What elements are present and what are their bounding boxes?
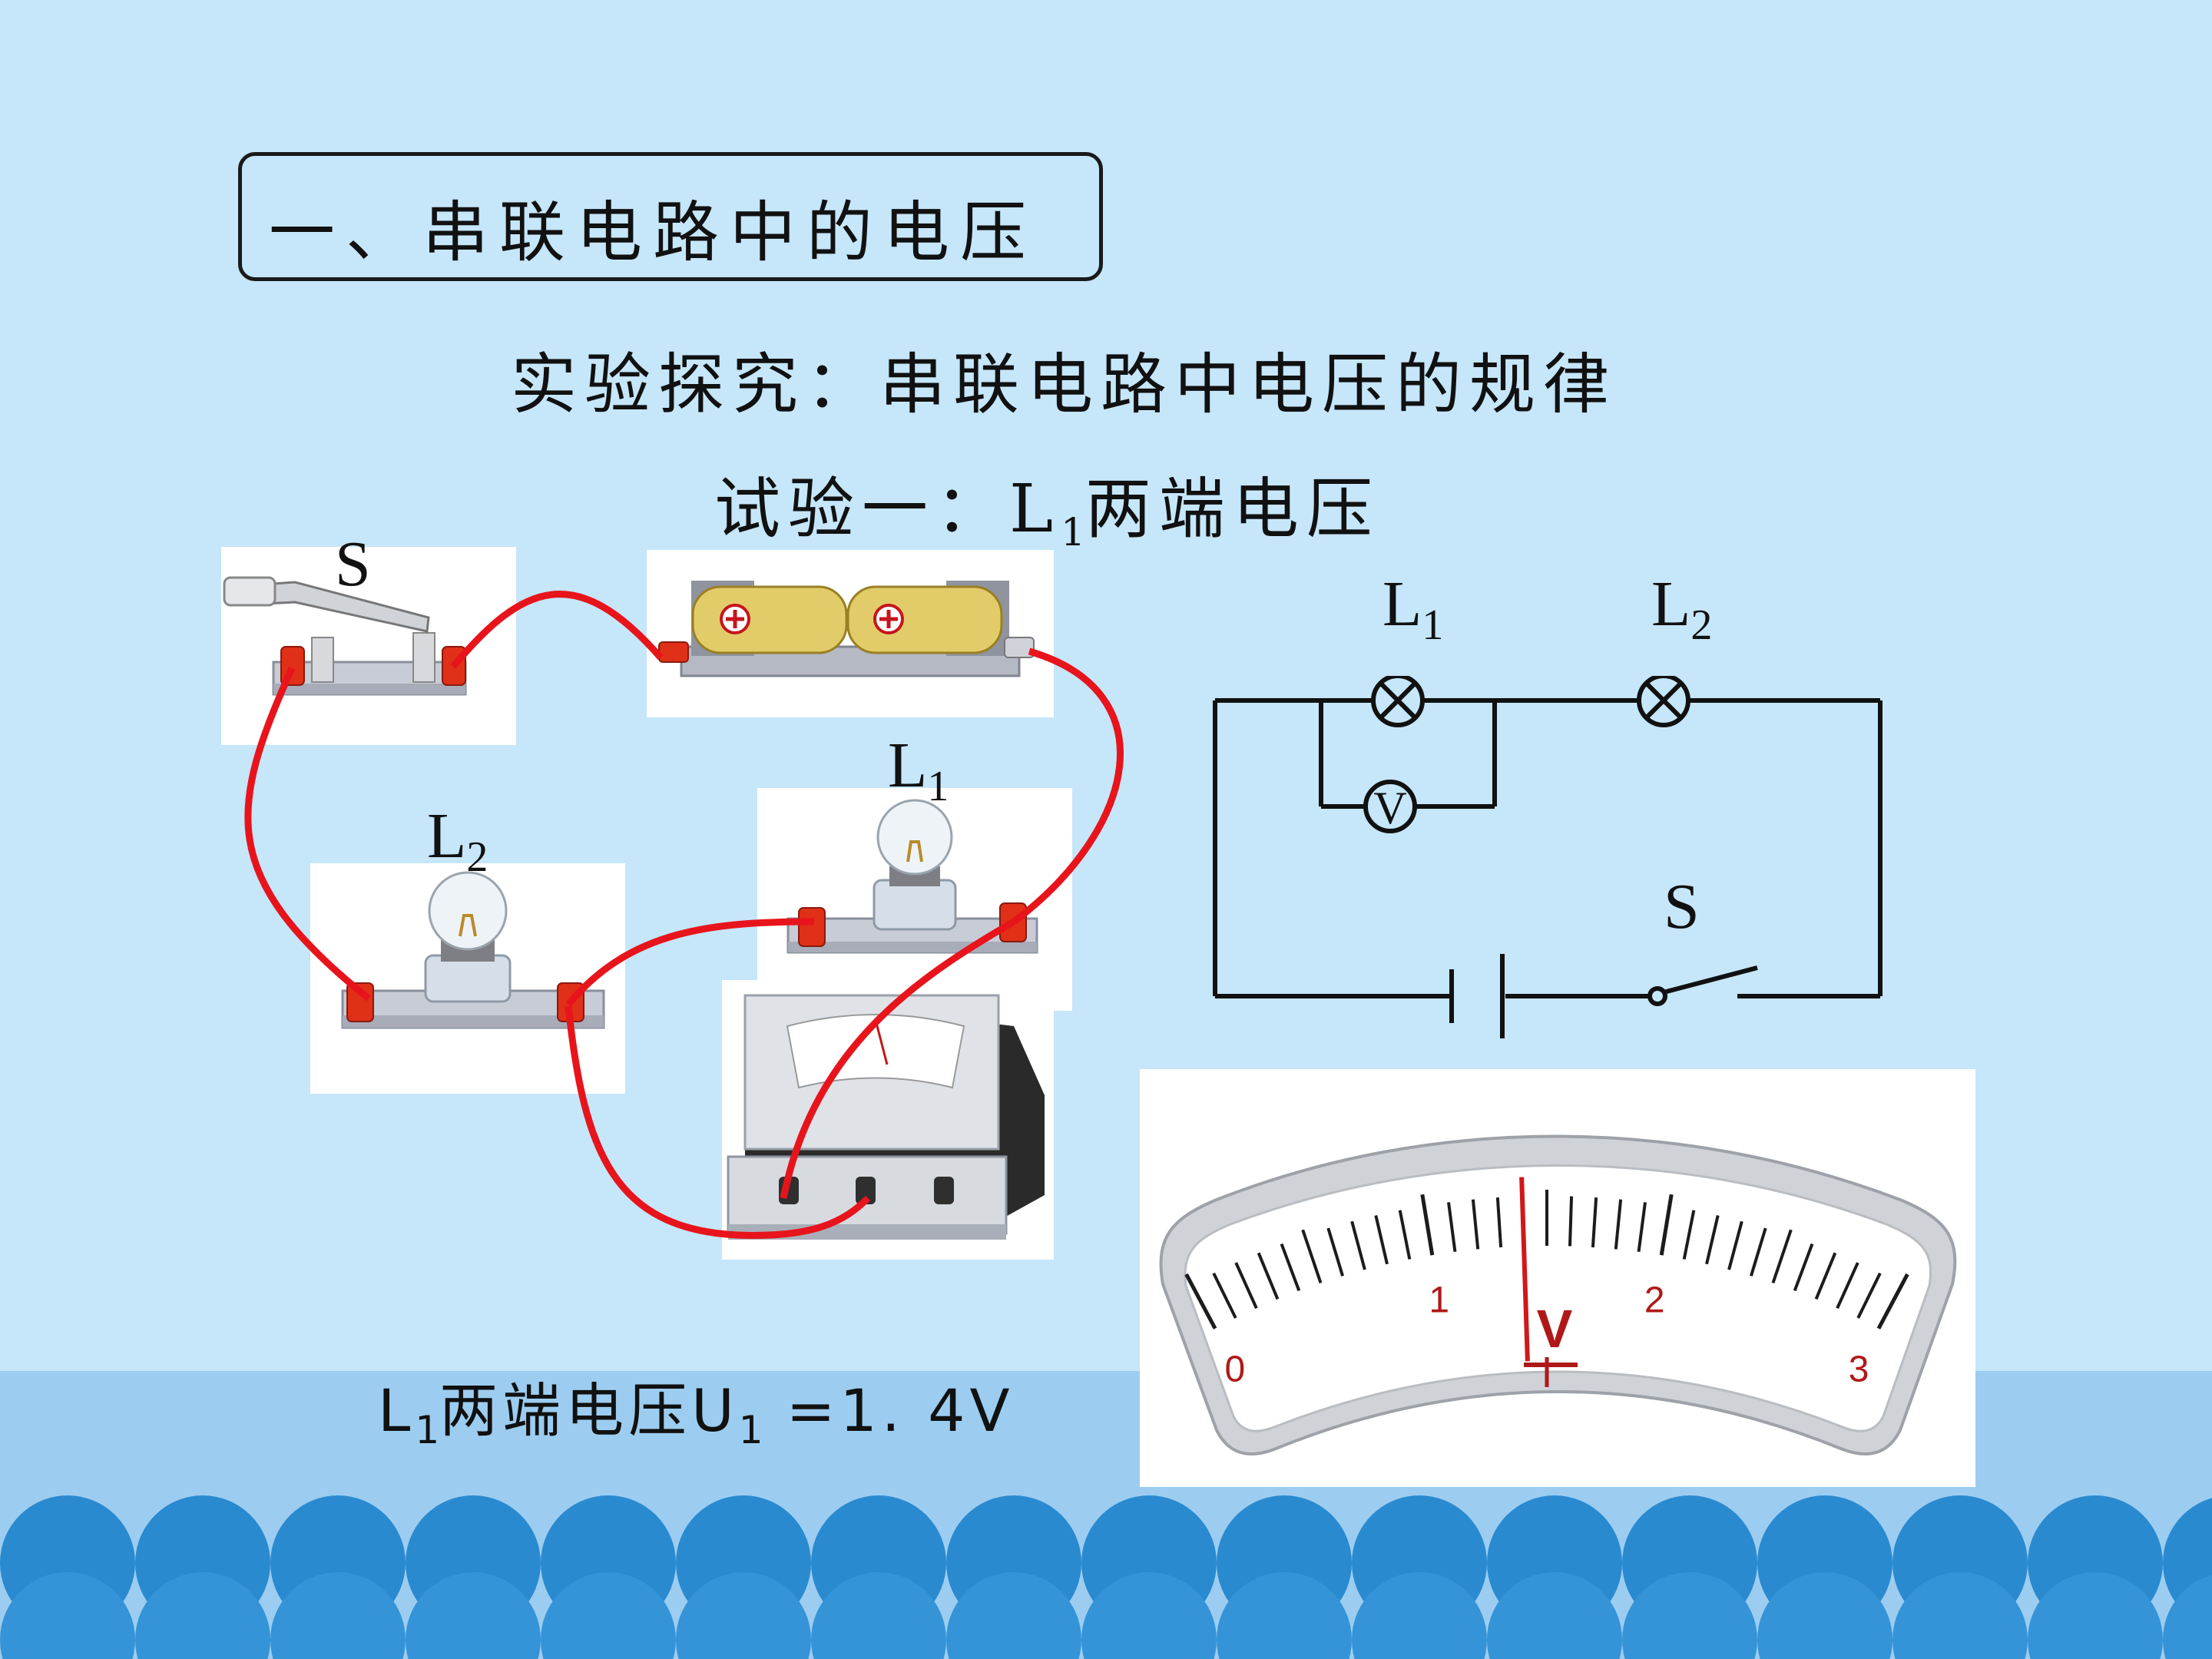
photo-label-lamp1: L1 (888, 728, 949, 811)
schematic-label-lamp2: L2 (1651, 567, 1712, 650)
wave-arc (1622, 1572, 1757, 1659)
dial-tick (1836, 1262, 1859, 1310)
wave-arc (2028, 1572, 2163, 1659)
photo-lamp2-sub: 2 (466, 833, 488, 881)
result-suffix: =1. 4V (763, 1376, 1015, 1445)
photo-lamp1-main: L (888, 730, 928, 801)
schematic-voltmeter-symbol: V (1373, 783, 1406, 833)
dial-tick (1814, 1252, 1837, 1300)
dial-labels: 0 1 2 3 (1225, 1280, 1869, 1389)
dial-tick (1705, 1215, 1720, 1265)
dial-needle (1519, 1177, 1530, 1362)
lamp2-panel (310, 863, 625, 1094)
sch-lamp1-main: L (1382, 568, 1422, 640)
dial-tick (1184, 1273, 1217, 1330)
trial-heading: 试验一：L1两端电压 (714, 455, 1380, 555)
result-middle: 两端电压U (439, 1376, 739, 1445)
wave-arc (1487, 1572, 1622, 1659)
dial-tick (1350, 1220, 1366, 1270)
result-sub2: 1 (738, 1408, 763, 1453)
result-sub1: 1 (415, 1408, 440, 1453)
dial-unit: V (1537, 1299, 1573, 1359)
sch-lamp1-sub: 1 (1422, 601, 1444, 649)
dial-tick (1749, 1227, 1767, 1277)
lamp2-illustration (341, 871, 605, 1029)
wave-arc (946, 1572, 1081, 1659)
dial-tick (1280, 1243, 1301, 1292)
dial-tick (1447, 1202, 1457, 1253)
photo-lamp2-main: L (427, 800, 467, 872)
meter-closeup-panel: 0 1 2 3 V (1140, 1069, 1975, 1487)
dial-tick (1793, 1243, 1814, 1292)
trial-prefix: 试验一：L (714, 471, 1061, 548)
dial-tick (1568, 1196, 1574, 1247)
dial-tick (1257, 1252, 1280, 1300)
dial-tick (1614, 1199, 1623, 1250)
schematic-label-switch: S (1664, 871, 1700, 942)
experiment-subtitle: 实验探究：串联电路中电压的规律 (511, 346, 1617, 423)
wave-arc (135, 1572, 270, 1659)
dial-tick (1420, 1194, 1435, 1256)
dial-tick (1495, 1197, 1503, 1248)
wave-arc (811, 1572, 946, 1659)
voltmeter-panel (722, 980, 1054, 1260)
result-text: L1两端电压U1 =1. 4V (378, 1363, 1014, 1452)
trial-sub: 1 (1061, 510, 1085, 555)
wave-arc (541, 1572, 676, 1659)
wave-arc (270, 1572, 406, 1659)
wave-arc (0, 1572, 135, 1659)
dial-tick (1398, 1210, 1412, 1260)
wave-arc (1081, 1572, 1217, 1659)
wave-arc (406, 1572, 541, 1659)
dial-tick (1876, 1273, 1909, 1330)
wave-arc (2163, 1575, 2212, 1659)
dial-tick (1856, 1272, 1882, 1319)
sch-lamp2-sub: 2 (1690, 601, 1713, 649)
schematic-label-lamp1: L1 (1382, 567, 1443, 650)
dial-tick (1374, 1215, 1389, 1265)
dial-tick (1301, 1229, 1323, 1284)
dial-label: 2 (1644, 1280, 1665, 1320)
photo-label-switch: S (335, 528, 371, 600)
wave-arc (676, 1572, 811, 1659)
voltmeter-illustration (727, 994, 1045, 1240)
circuit-schematic: V (1213, 676, 1883, 1038)
trial-suffix: 两端电压 (1084, 471, 1380, 548)
dial-tick (1637, 1202, 1647, 1253)
result-prefix: L (378, 1376, 416, 1445)
wave-decoration (0, 1490, 2212, 1659)
wave-arc (1892, 1572, 2028, 1659)
meter-dial: 0 1 2 3 V (1159, 1134, 1957, 1455)
sch-lamp2-main: L (1651, 568, 1691, 640)
dial-tick (1234, 1262, 1258, 1310)
dial-label: 1 (1429, 1280, 1449, 1320)
dial-label: 3 (1849, 1349, 1869, 1389)
battery-panel (647, 550, 1054, 717)
wave-arc (1757, 1572, 1892, 1659)
battery-illustration (658, 581, 1035, 677)
dial-label: 0 (1225, 1349, 1246, 1389)
section-title: 一、串联电路中的电压 (269, 194, 1037, 271)
dial-tick (1659, 1194, 1674, 1256)
knife-switch-illustration (223, 576, 467, 696)
wave-arc (1217, 1572, 1352, 1659)
dial-tick (1471, 1199, 1480, 1250)
photo-lamp1-sub: 1 (927, 762, 949, 810)
dial-tick (1727, 1220, 1743, 1270)
section-title-box (238, 152, 1103, 281)
dial-tick (1682, 1210, 1696, 1260)
dial-tick (1771, 1229, 1793, 1284)
dial-tick (1591, 1197, 1598, 1248)
wave-arc (1352, 1572, 1487, 1659)
dial-tick (1212, 1272, 1237, 1319)
dial-tick (1326, 1227, 1345, 1277)
photo-label-lamp2: L2 (427, 799, 488, 882)
